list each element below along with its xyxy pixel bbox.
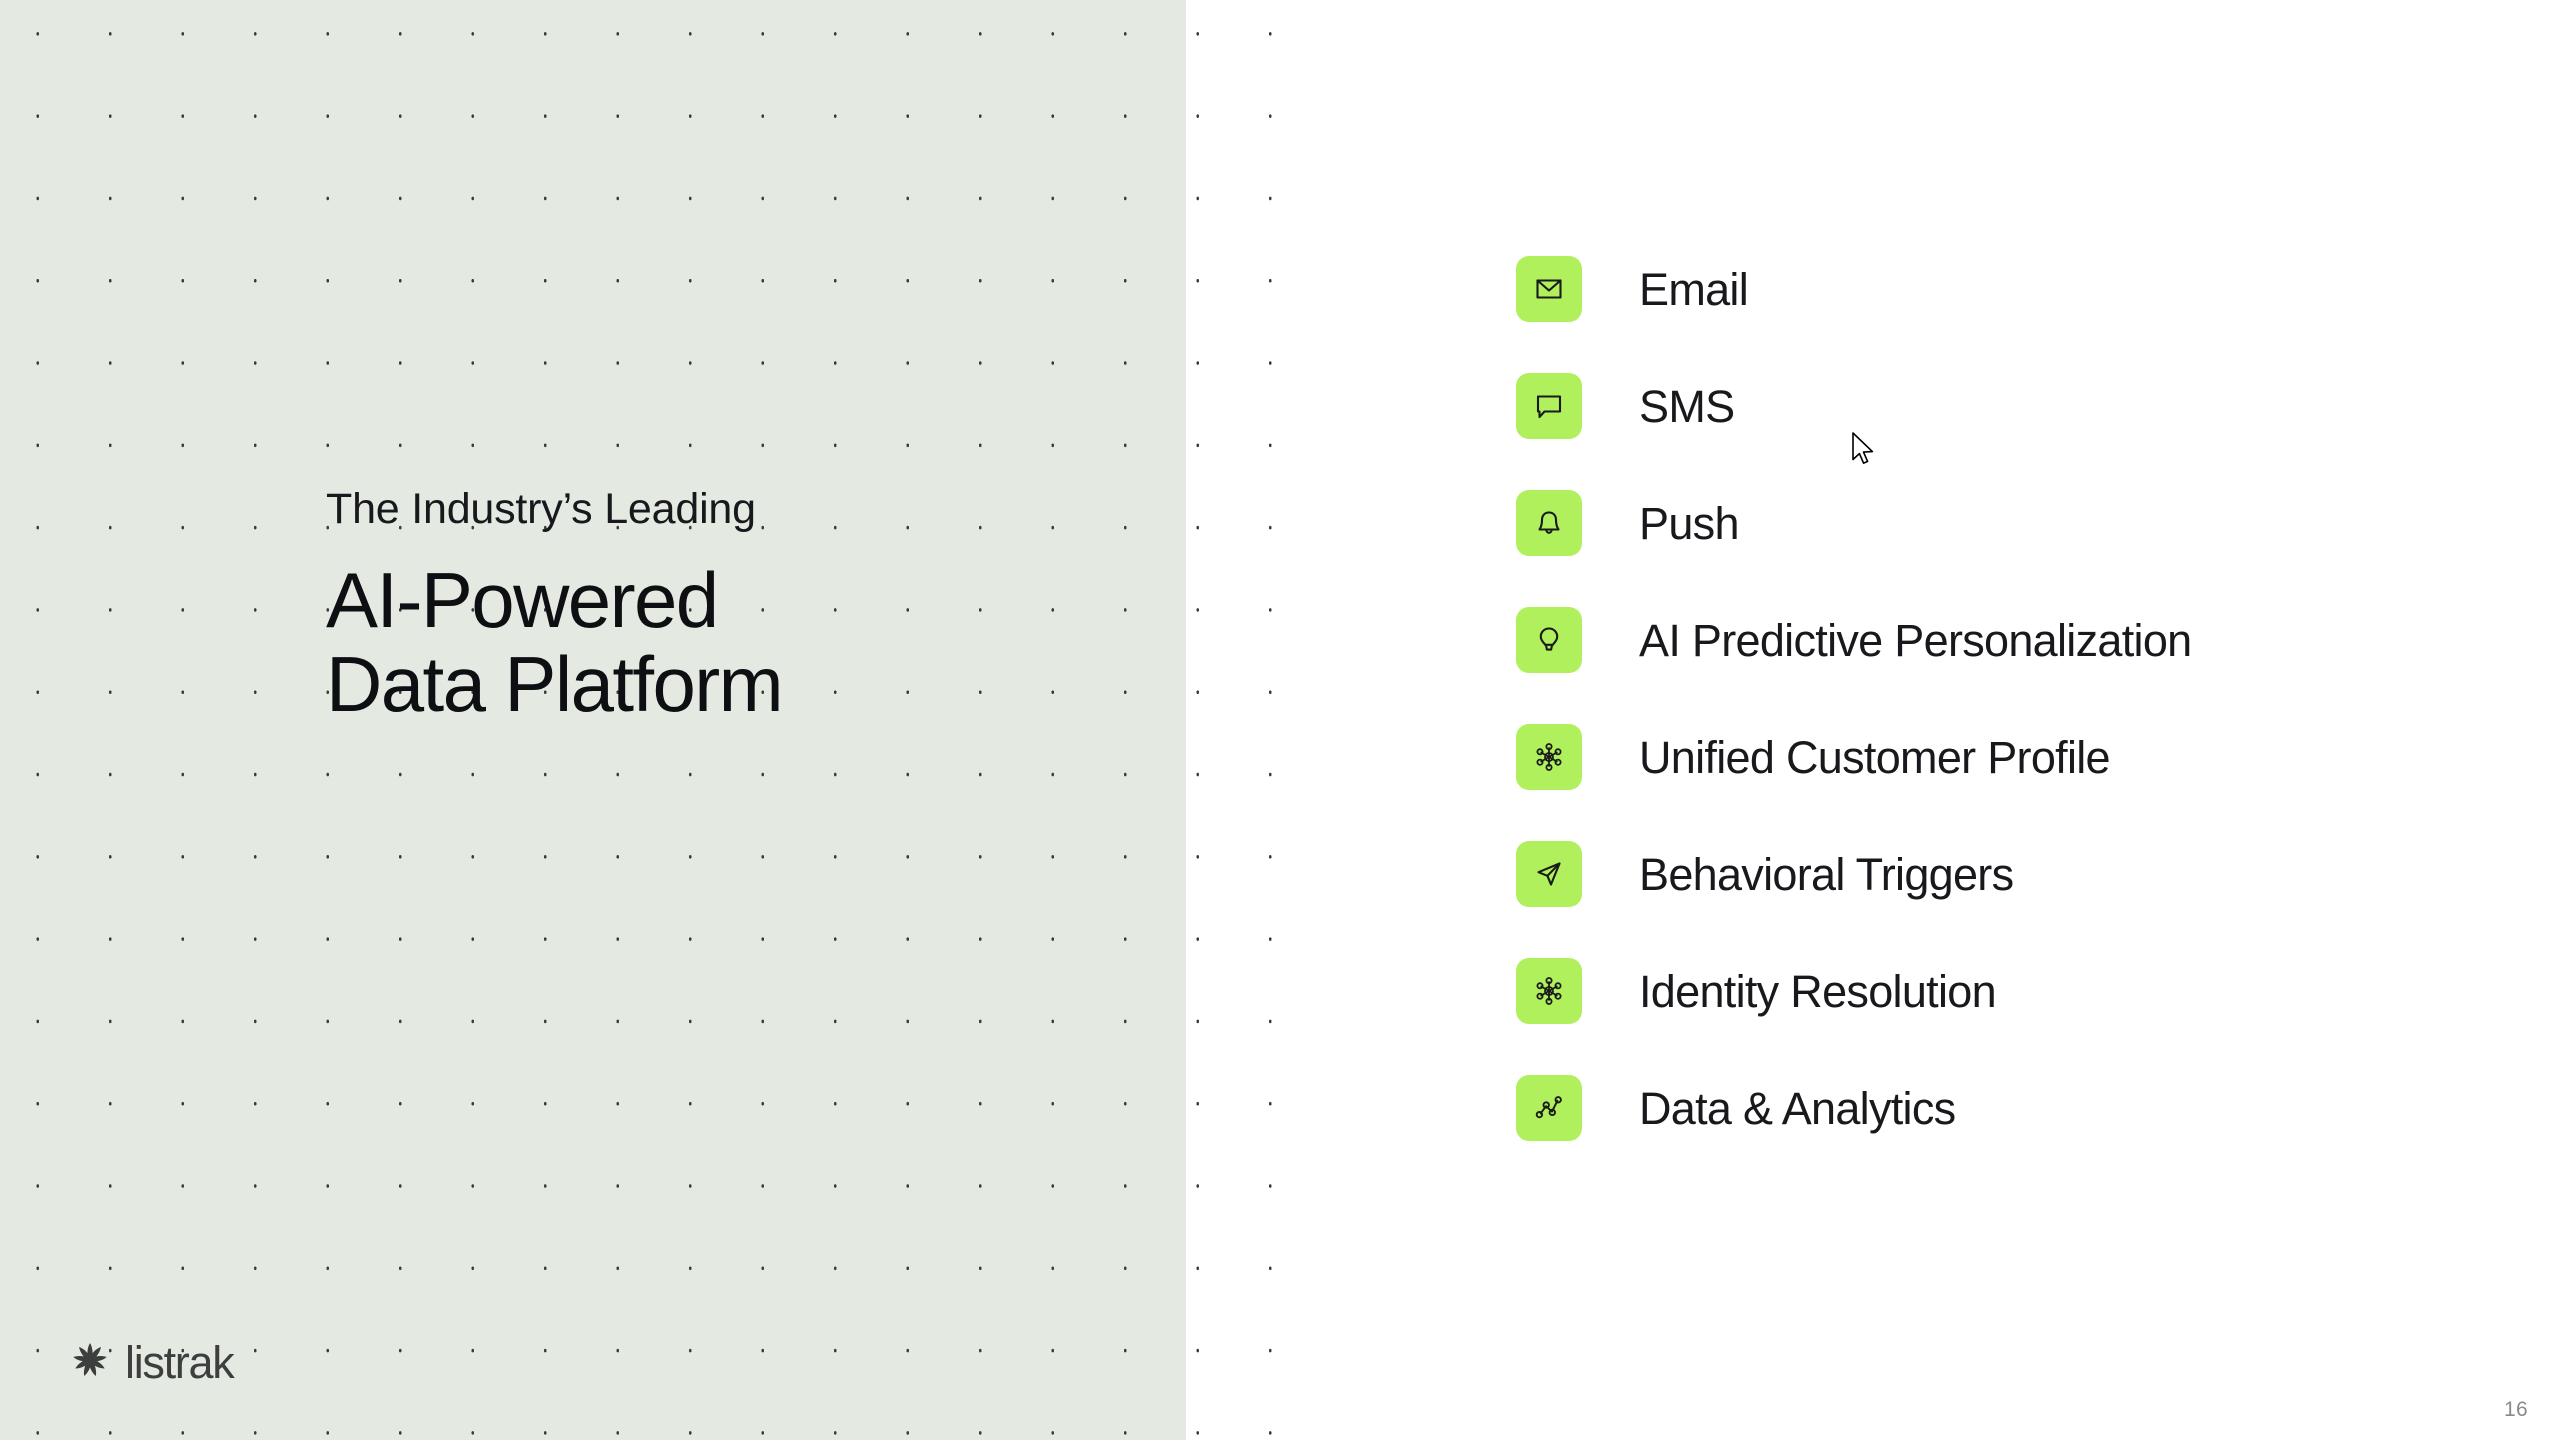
feature-row-email[interactable]: Email [1516, 256, 2191, 322]
feature-row-sms[interactable]: SMS [1516, 373, 2191, 439]
feature-label: Unified Customer Profile [1639, 731, 2111, 783]
headline-line-1: AI-Powered [326, 556, 719, 644]
feature-list: Email SMS Push [1516, 256, 2192, 1141]
network-hub-icon [1516, 958, 1582, 1024]
feature-label: Push [1639, 497, 1739, 549]
feature-label: Behavioral Triggers [1639, 848, 2014, 900]
listrak-starburst-icon [70, 1340, 110, 1385]
feature-row-behavioral-triggers[interactable]: Behavioral Triggers [1516, 841, 2191, 907]
headline-line-2: Data Platform [326, 640, 784, 729]
headline-eyebrow: The Industry’s Leading [326, 485, 756, 533]
feature-label: Identity Resolution [1639, 965, 1997, 1017]
page-number: 16 [2504, 1398, 2528, 1421]
speech-bubble-icon [1516, 373, 1582, 439]
line-chart-icon [1516, 1075, 1582, 1141]
bell-icon [1516, 490, 1582, 556]
headline-block: The Industry’s Leading AI-Powered Data P… [326, 485, 1086, 729]
feature-label: SMS [1639, 380, 1735, 432]
feature-label: Data & Analytics [1639, 1082, 1956, 1134]
paper-plane-icon [1516, 841, 1582, 907]
envelope-icon [1516, 256, 1582, 322]
feature-label: Email [1639, 263, 1749, 315]
listrak-wordmark: listrak [125, 1337, 235, 1388]
listrak-logo: listrak [70, 1337, 235, 1388]
feature-row-data-analytics[interactable]: Data & Analytics [1516, 1075, 2191, 1141]
feature-row-identity-resolution[interactable]: Identity Resolution [1516, 958, 2191, 1024]
feature-row-ai-predictive-personalization[interactable]: AI Predictive Personalization [1516, 607, 2192, 673]
feature-row-push[interactable]: Push [1516, 490, 2191, 556]
network-hub-icon [1516, 724, 1582, 790]
lightbulb-icon [1516, 607, 1582, 673]
feature-row-unified-customer-profile[interactable]: Unified Customer Profile [1516, 724, 2191, 790]
feature-label: AI Predictive Personalization [1639, 614, 2192, 666]
